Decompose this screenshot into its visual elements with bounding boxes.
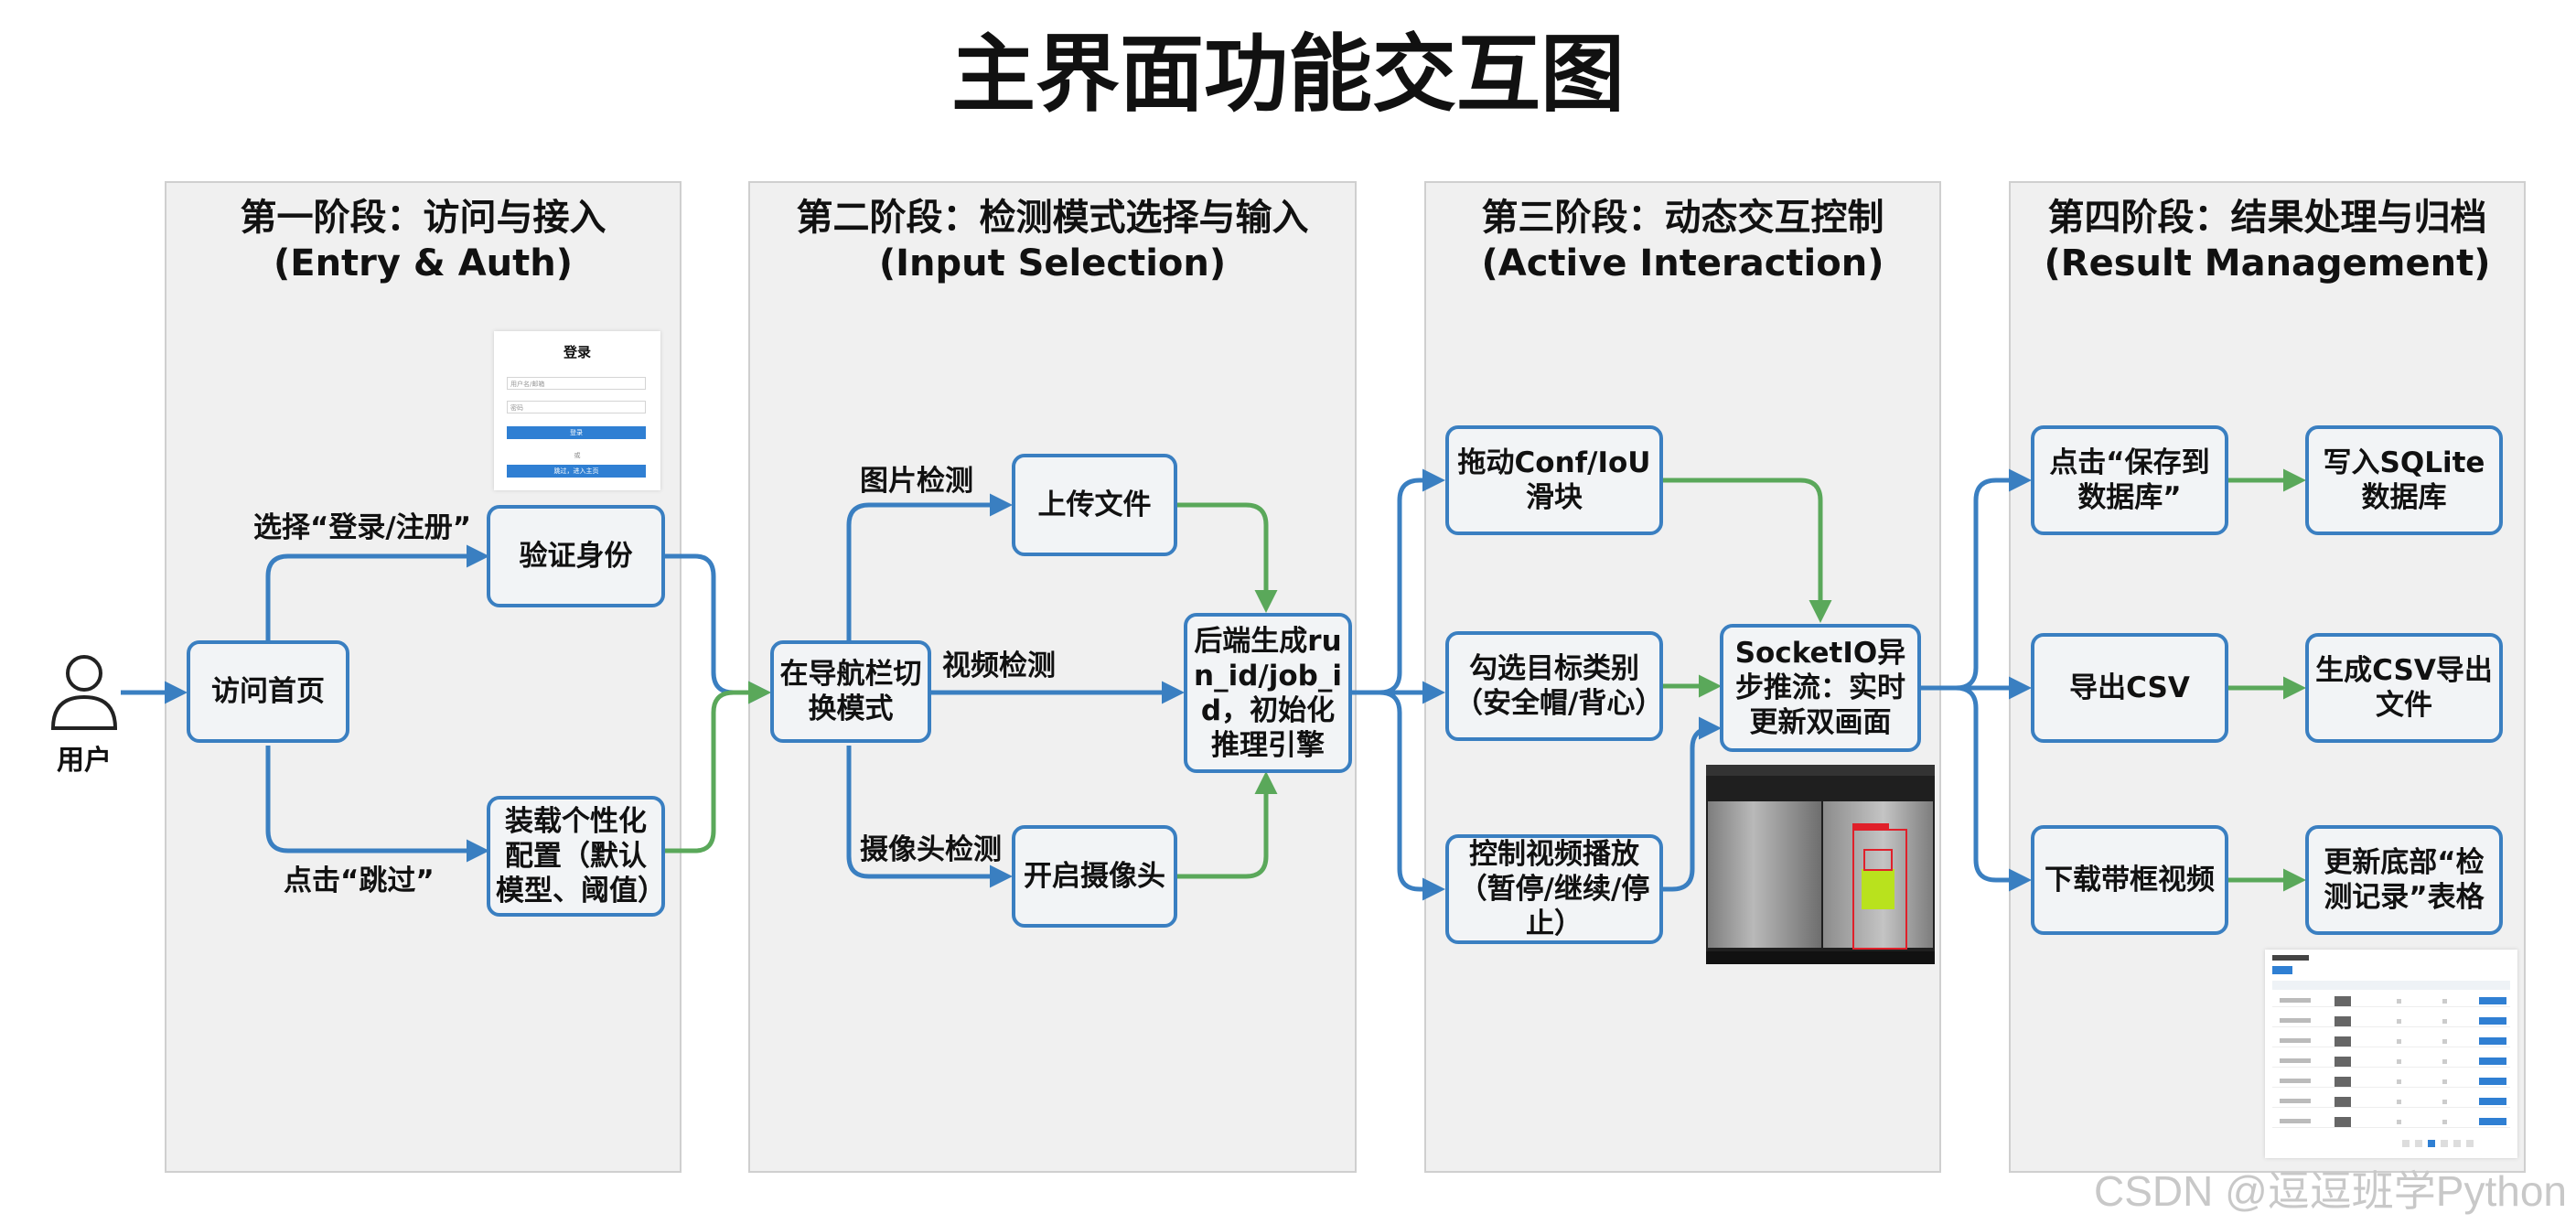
- node-verify-identity: 验证身份: [487, 505, 665, 607]
- edge-backend-to-video: [1379, 690, 1445, 901]
- node-export-csv: 导出CSV: [2031, 633, 2228, 743]
- records-pagination: [2402, 1138, 2505, 1147]
- edge-upload-to-backend: [1177, 502, 1278, 613]
- edge-backend-to-slider: [1352, 468, 1445, 695]
- table-row: [2272, 995, 2510, 1007]
- stage-2-subtitle: (Input Selection): [878, 242, 1227, 285]
- records-header: [2272, 981, 2510, 990]
- detection-box-person: [1852, 829, 1907, 950]
- stage-1-title: 第一阶段：访问与接入: [240, 197, 606, 239]
- detection-box-helmet: [1863, 849, 1893, 871]
- node-backend-init: 后端生成run_id/job_id，初始化推理引擎: [1184, 613, 1352, 773]
- stage-1-subtitle: (Entry & Auth): [273, 242, 574, 285]
- user-icon: [50, 655, 118, 730]
- diagram-title: 主界面功能交互图: [950, 26, 1625, 123]
- node-socketio-stream: SocketIO异步推流：实时更新双画面: [1720, 624, 1921, 752]
- edge-label-skip: 点击“跳过”: [284, 864, 435, 897]
- node-download-video: 下载带框视频: [2031, 825, 2228, 935]
- node-drag-slider: 拖动Conf/IoU滑块: [1445, 425, 1663, 535]
- node-select-class: 勾选目标类别（安全帽/背心）: [1445, 631, 1663, 741]
- user-label: 用户: [57, 745, 112, 777]
- node-update-records: 更新底部“检测记录”表格: [2305, 825, 2503, 935]
- edge-label-login: 选择“登录/注册”: [253, 511, 472, 544]
- table-row: [2272, 1015, 2510, 1027]
- table-row: [2272, 1096, 2510, 1108]
- node-load-config: 装载个性化配置（默认模型、阈值）: [487, 796, 666, 917]
- skip-button: 跳过，进入主页: [507, 465, 646, 478]
- video-preview-thumbnail: [1706, 765, 1935, 964]
- login-card-title: 登录: [563, 344, 591, 360]
- edge-camera-to-backend: [1177, 771, 1278, 879]
- edge-label-video: 视频检测: [942, 650, 1056, 682]
- stage-2-title: 第二阶段：检测模式选择与输入: [796, 197, 1309, 239]
- video-controls-bar: [1706, 951, 1935, 964]
- safety-vest: [1862, 869, 1894, 909]
- node-write-sqlite: 写入SQLite数据库: [2305, 425, 2503, 535]
- edge-home-to-verify: [265, 544, 489, 640]
- node-click-save: 点击“保存到数据库”: [2031, 425, 2228, 535]
- stage-3-subtitle: (Active Interaction): [1481, 242, 1884, 285]
- node-gen-csv: 生成CSV导出文件: [2305, 633, 2503, 743]
- edge-label-camera: 摄像头检测: [860, 833, 1002, 866]
- node-open-camera: 开启摄像头: [1012, 825, 1177, 928]
- records-tab: [2272, 966, 2292, 974]
- table-row: [2272, 1116, 2510, 1128]
- edge-slider-to-socket: [1663, 478, 1832, 623]
- login-button: 登录: [507, 426, 646, 439]
- edge-socket-to-save: [1921, 468, 2032, 691]
- edge-video-to-socket: [1663, 716, 1722, 892]
- detection-label: [1852, 823, 1889, 829]
- edge-switch-to-camera: [846, 746, 1013, 888]
- node-switch-mode: 在导航栏切换模式: [770, 640, 931, 743]
- stage-4-subtitle: (Result Management): [2044, 242, 2491, 285]
- records-table-thumbnail: [2265, 950, 2517, 1158]
- node-upload-file: 上传文件: [1012, 454, 1177, 556]
- edge-verify-to-switch: [665, 553, 771, 704]
- node-visit-home: 访问首页: [187, 640, 349, 743]
- original-frame: [1708, 801, 1821, 948]
- watermark: CSDN @逗逗班学Python: [2093, 1167, 2567, 1215]
- edge-socket-to-download: [1955, 685, 2032, 892]
- login-or-text: 或: [574, 452, 581, 459]
- edge-switch-to-upload: [846, 493, 1013, 640]
- edge-label-image: 图片检测: [860, 465, 973, 498]
- stage-3-title: 第三阶段：动态交互控制: [1481, 197, 1884, 239]
- table-row: [2272, 1056, 2510, 1068]
- username-input: 用户名/邮箱: [507, 377, 646, 390]
- records-title-bar: [2272, 955, 2309, 961]
- table-row: [2272, 1036, 2510, 1047]
- user-actor: 用户: [38, 651, 130, 778]
- edge-home-to-load: [265, 746, 489, 863]
- login-card-thumbnail: 登录 用户名/邮箱 密码 登录 或 跳过，进入主页: [494, 331, 660, 490]
- password-input: 密码: [507, 401, 646, 413]
- table-row: [2272, 1076, 2510, 1088]
- node-video-control: 控制视频播放（暂停/继续/停止）: [1445, 834, 1663, 944]
- stage-4-title: 第四阶段：结果处理与归档: [2047, 197, 2487, 239]
- edge-load-to-switch: [665, 681, 771, 854]
- video-window-bar: [1706, 765, 1935, 776]
